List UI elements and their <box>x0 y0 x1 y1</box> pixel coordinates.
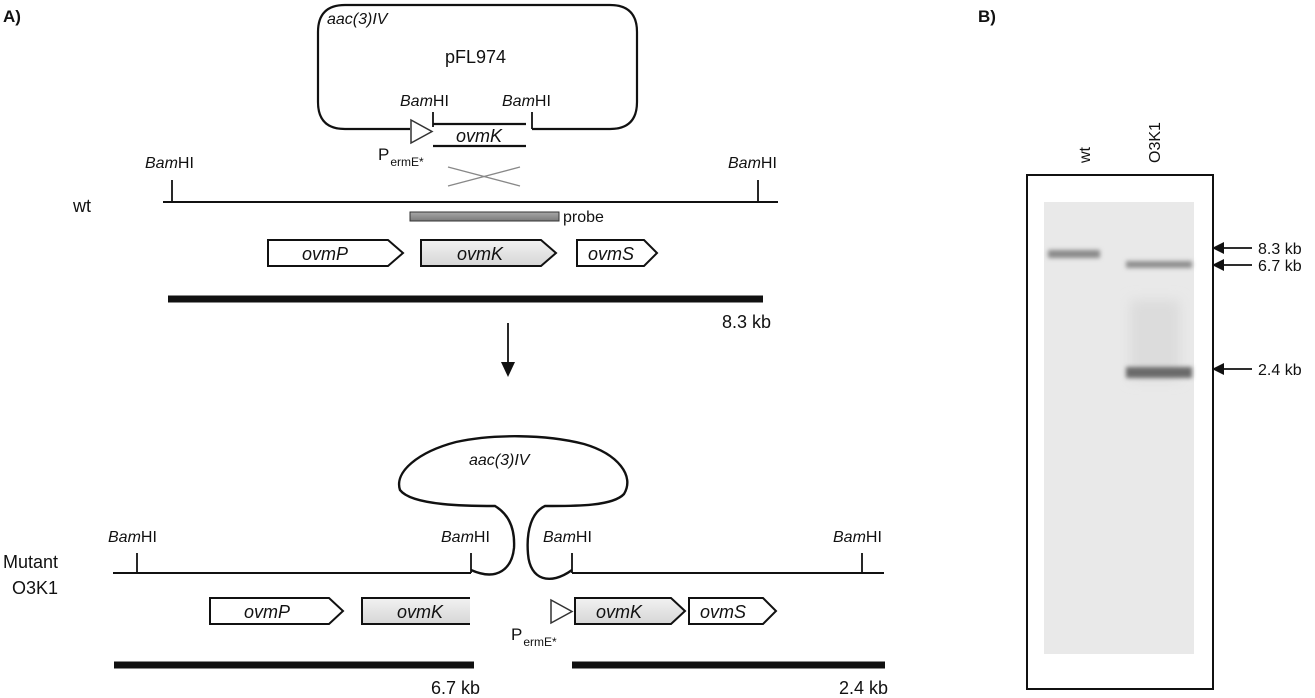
blot-marker-2-4: 2.4 kb <box>1258 362 1302 379</box>
plasmid-resistance-label: aac(3)IV <box>327 11 389 28</box>
wt-bamhi-left: BamHI <box>145 155 194 172</box>
blot-band-wt-8-3 <box>1048 250 1100 258</box>
blot-marker-6-7-arrowhead <box>1212 259 1224 271</box>
wt-gene-ovmk-arrow <box>420 239 558 267</box>
plasmid-promoter-label: PermE* <box>378 145 424 169</box>
blot-lane-label-o3k1: O3K1 <box>1147 122 1164 163</box>
plasmid-outline <box>316 3 639 131</box>
wt-gene-ovmp: ovmP <box>302 244 348 264</box>
mutant-gene-ovms: ovmS <box>700 602 746 622</box>
plasmid-promoter-triangle <box>410 118 434 145</box>
mutant-resistance-label: aac(3)IV <box>469 452 531 469</box>
wt-fragment-size: 8.3 kb <box>722 312 771 332</box>
mutant-gene-ovmk-arrow <box>574 597 687 625</box>
blot-marker-8-3: 8.3 kb <box>1258 241 1302 258</box>
blot-band-o3k1-2-4 <box>1126 367 1192 378</box>
mutant-gene-ovmk-truncated <box>361 597 470 625</box>
wt-bamhi-right: BamHI <box>728 155 777 172</box>
blot-marker-2-4-arrowhead <box>1212 363 1224 375</box>
mutant-bamhi-4: BamHI <box>833 529 882 546</box>
wt-probe-bar <box>409 211 560 222</box>
mutant-locus: Mutant O3K1 aac(3)IV BamHI BamHI BamHI B… <box>3 435 888 698</box>
plasmid-bamhi-right: BamHI <box>502 93 551 110</box>
southern-blot: wt O3K1 8.3 kb 6.7 kb 2.4 kb <box>1026 122 1302 690</box>
wt-probe-label: probe <box>563 209 604 226</box>
mutant-gene-ovmp: ovmP <box>244 602 290 622</box>
mutant-bamhi-3: BamHI <box>543 529 592 546</box>
down-arrow <box>501 323 515 377</box>
mutant-gene-ovmp-arrow <box>209 597 345 625</box>
mutant-gene-ovmk-left: ovmK <box>397 602 444 622</box>
plasmid-name: pFL974 <box>445 47 506 67</box>
mutant-promoter-triangle <box>550 598 574 625</box>
blot-band-o3k1-6-7 <box>1126 261 1192 268</box>
wt-gene-ovms-arrow <box>576 239 659 267</box>
mutant-fragment-right-size: 2.4 kb <box>839 678 888 698</box>
wt-label: wt <box>72 196 91 216</box>
mutant-promoter-label: PermE* <box>511 625 557 649</box>
wt-gene-ovmp-arrow <box>267 239 405 267</box>
panel-a-label: A) <box>3 7 21 26</box>
plasmid-bamhi-left: BamHI <box>400 93 449 110</box>
mutant-gene-ovms-arrow <box>688 597 778 625</box>
crossover-mark <box>447 166 521 187</box>
wt-gene-ovms: ovmS <box>588 244 634 264</box>
panel-b-label: B) <box>978 7 996 26</box>
mutant-fragment-left-size: 6.7 kb <box>431 678 480 698</box>
mutant-integrated-plasmid-loop <box>397 435 629 580</box>
plasmid-pfl974: aac(3)IV pFL974 BamHI BamHI ovmK PermE* <box>316 3 639 169</box>
wt-gene-ovmk: ovmK <box>457 244 504 264</box>
plasmid-gene-ovmk: ovmK <box>456 126 503 146</box>
mutant-bamhi-2: BamHI <box>441 529 490 546</box>
blot-lane-label-wt: wt <box>1077 146 1094 164</box>
mutant-label-line2: O3K1 <box>12 578 58 598</box>
mutant-bamhi-1: BamHI <box>108 529 157 546</box>
mutant-gene-ovmk-right: ovmK <box>596 602 643 622</box>
mutant-label-line1: Mutant <box>3 552 58 572</box>
blot-marker-8-3-arrowhead <box>1212 242 1224 254</box>
blot-smear <box>1130 300 1180 380</box>
wt-locus: wt BamHI BamHI probe ovmP ovmK ovmS 8.3 … <box>72 155 778 332</box>
blot-membrane <box>1044 202 1194 654</box>
blot-marker-6-7: 6.7 kb <box>1258 258 1302 275</box>
